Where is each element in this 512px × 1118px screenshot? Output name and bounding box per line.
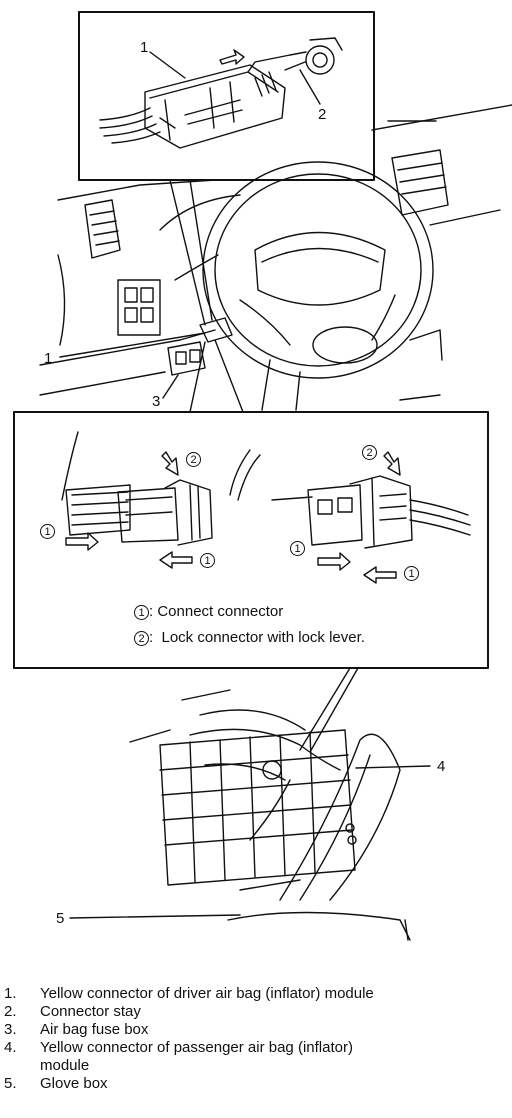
- note-connect: 1: Connect connector: [134, 603, 283, 620]
- legend-text: Connector stay: [40, 1003, 141, 1020]
- step-1-symbol: 1: [404, 566, 419, 581]
- legend-item: 2. Connector stay: [0, 1003, 512, 1021]
- legend-item: 3. Air bag fuse box: [0, 1021, 512, 1039]
- legend-item: module: [0, 1057, 512, 1075]
- note-lock-text: : Lock connector with lock lever.: [149, 629, 365, 646]
- callout-2-inset: 2: [318, 106, 327, 123]
- callout-1-main: 1: [44, 350, 53, 367]
- note-lock: 2: Lock connector with lock lever.: [134, 629, 365, 646]
- inset-pointer-line: [169, 179, 206, 326]
- step-1-symbol: 1: [200, 553, 215, 568]
- legend-item: 5. Glove box: [0, 1075, 512, 1093]
- note-connect-text: : Connect connector: [149, 603, 284, 620]
- passenger-pointer-line: [299, 667, 351, 751]
- legend-item: 1. Yellow connector of driver air bag (in…: [0, 985, 512, 1003]
- inset-pointer-line: [189, 179, 213, 321]
- passenger-pointer-line: [309, 667, 359, 753]
- callout-4-main: 4: [437, 758, 446, 775]
- legend-number: 2.: [4, 1003, 17, 1020]
- legend-number: 1.: [4, 985, 17, 1002]
- legend-text: Yellow connector of driver air bag (infl…: [40, 985, 374, 1002]
- callout-3-main: 3: [152, 393, 161, 410]
- detail-pointer-line: [189, 341, 206, 413]
- parts-legend: 1. Yellow connector of driver air bag (in…: [0, 985, 512, 1093]
- step-2-symbol: 2: [362, 445, 377, 460]
- legend-item: 4. Yellow connector of passenger air bag …: [0, 1039, 512, 1057]
- legend-text: Glove box: [40, 1075, 108, 1092]
- connection-detail-box: [13, 411, 489, 669]
- legend-number: 4.: [4, 1039, 17, 1056]
- step-2-symbol: 2: [186, 452, 201, 467]
- legend-text: Air bag fuse box: [40, 1021, 149, 1038]
- step-1-symbol: 1: [134, 604, 149, 620]
- legend-text: Yellow connector of passenger air bag (i…: [40, 1039, 353, 1056]
- driver-connector-inset: [78, 11, 437, 181]
- legend-number: 5.: [4, 1075, 17, 1092]
- callout-5-main: 5: [56, 910, 65, 927]
- legend-text: module: [40, 1057, 90, 1074]
- step-1-symbol: 1: [40, 524, 55, 539]
- passenger-dashboard: [69, 689, 431, 941]
- detail-pointer-line: [214, 339, 244, 413]
- dashboard-steering-wheel: [39, 104, 512, 411]
- callout-1-inset: 1: [140, 39, 149, 56]
- airbag-connector-diagram: [13, 11, 512, 941]
- step-1-symbol: 1: [290, 541, 305, 556]
- step-2-symbol: 2: [134, 630, 149, 646]
- legend-number: 3.: [4, 1021, 17, 1038]
